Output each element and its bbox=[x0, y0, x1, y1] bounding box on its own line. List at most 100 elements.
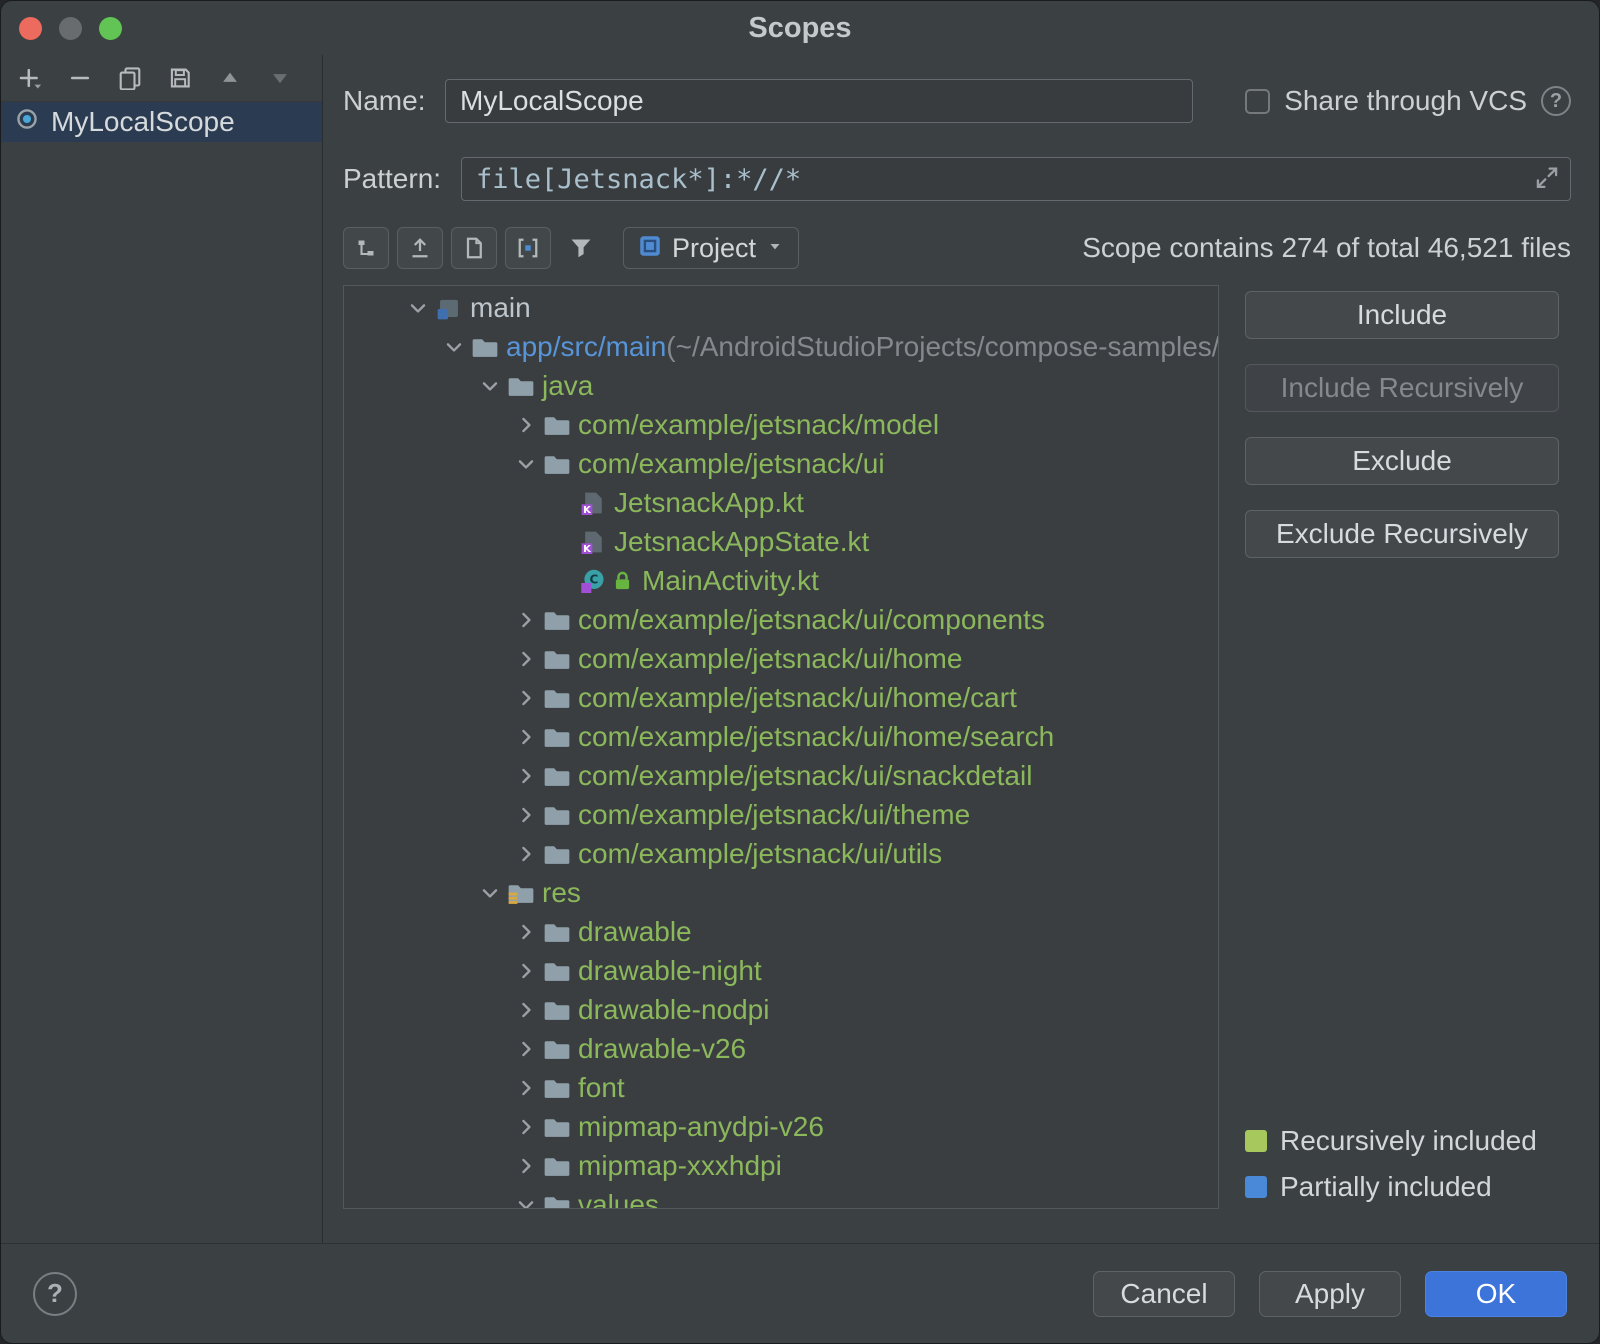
folder-icon bbox=[544, 997, 570, 1023]
tree-row[interactable]: drawable-v26 bbox=[344, 1029, 1218, 1068]
scope-name-label: MyLocalScope bbox=[51, 106, 235, 137]
save-scope-icon[interactable] bbox=[155, 58, 205, 98]
filter-icon[interactable] bbox=[559, 227, 603, 269]
scope-tree[interactable]: main app/src/main (~/AndroidStudioProject… bbox=[343, 285, 1219, 1209]
share-vcs-label: Share through VCS bbox=[1284, 85, 1527, 116]
tree-row[interactable]: font bbox=[344, 1068, 1218, 1107]
select-in-scope-icon[interactable] bbox=[505, 227, 551, 269]
chevron-closed-icon[interactable] bbox=[508, 609, 544, 631]
tree-node-label: com/example/jetsnack/ui/home/cart bbox=[578, 681, 1017, 713]
tree-node-label: drawable bbox=[578, 915, 692, 947]
action-include-recursively-button[interactable]: Include Recursively bbox=[1245, 364, 1559, 412]
tree-row[interactable]: com/example/jetsnack/ui/home bbox=[344, 639, 1218, 678]
action-exclude-button: Exclude bbox=[1245, 437, 1559, 485]
tree-row[interactable]: drawable-nodpi bbox=[344, 990, 1218, 1029]
tree-row[interactable]: java bbox=[344, 366, 1218, 405]
tree-node-label: com/example/jetsnack/model bbox=[578, 408, 940, 440]
chevron-closed-icon[interactable] bbox=[508, 414, 544, 436]
kotlin-class-icon: C bbox=[580, 568, 634, 594]
vcs-help-icon[interactable]: ? bbox=[1541, 86, 1571, 116]
tree-row[interactable]: com/example/jetsnack/ui/home/cart bbox=[344, 678, 1218, 717]
tree-row[interactable]: com/example/jetsnack/ui/components bbox=[344, 600, 1218, 639]
folder-res-icon bbox=[508, 880, 534, 906]
chevron-closed-icon[interactable] bbox=[508, 1077, 544, 1099]
scope-list-item[interactable]: MyLocalScope bbox=[1, 102, 322, 142]
tree-row[interactable]: com/example/jetsnack/model bbox=[344, 405, 1218, 444]
expand-editor-icon[interactable] bbox=[1534, 165, 1560, 196]
chevron-closed-icon[interactable] bbox=[508, 960, 544, 982]
tree-node-label: com/example/jetsnack/ui/home bbox=[578, 642, 963, 674]
action-exclude-recursively-button[interactable]: Exclude Recursively bbox=[1245, 510, 1559, 558]
move-up-icon[interactable] bbox=[205, 58, 255, 98]
chevron-closed-icon[interactable] bbox=[508, 1155, 544, 1177]
zoom-window-button[interactable] bbox=[99, 16, 122, 40]
chevron-closed-icon[interactable] bbox=[508, 765, 544, 787]
tree-node-label: com/example/jetsnack/ui/utils bbox=[578, 837, 943, 869]
folder-icon bbox=[544, 412, 570, 438]
close-window-button[interactable] bbox=[19, 16, 42, 40]
view-selector-dropdown[interactable]: Project bbox=[623, 227, 800, 269]
tree-node-label: main bbox=[470, 291, 531, 323]
pattern-input[interactable] bbox=[476, 163, 1518, 195]
chevron-closed-icon[interactable] bbox=[508, 921, 544, 943]
tree-node-label: MainActivity.kt bbox=[642, 564, 819, 596]
copy-scope-icon[interactable] bbox=[105, 58, 155, 98]
tree-row[interactable]: app/src/main (~/AndroidStudioProjects/co… bbox=[344, 327, 1218, 366]
kotlin-file-icon: K bbox=[580, 490, 606, 516]
help-button[interactable]: ? bbox=[33, 1271, 77, 1316]
tree-row[interactable]: mipmap-anydpi-v26 bbox=[344, 1107, 1218, 1146]
tree-row[interactable]: com/example/jetsnack/ui bbox=[344, 444, 1218, 483]
name-label: Name: bbox=[343, 85, 426, 116]
chevron-open-icon[interactable] bbox=[472, 375, 508, 397]
tree-row[interactable]: com/example/jetsnack/ui/snackdetail bbox=[344, 756, 1218, 795]
tree-row[interactable]: com/example/jetsnack/ui/utils bbox=[344, 834, 1218, 873]
minimize-window-button[interactable] bbox=[59, 16, 82, 40]
legend-swatch bbox=[1245, 1176, 1267, 1198]
folder-icon bbox=[544, 802, 570, 828]
chevron-open-icon[interactable] bbox=[472, 882, 508, 904]
share-vcs-checkbox[interactable] bbox=[1245, 88, 1271, 114]
chevron-open-icon[interactable] bbox=[400, 297, 436, 319]
chevron-closed-icon[interactable] bbox=[508, 999, 544, 1021]
chevron-open-icon[interactable] bbox=[508, 453, 544, 475]
chevron-open-icon[interactable] bbox=[436, 336, 472, 358]
tree-row[interactable]: com/example/jetsnack/ui/theme bbox=[344, 795, 1218, 834]
tree-row[interactable]: C MainActivity.kt bbox=[344, 561, 1218, 600]
scope-name-input[interactable] bbox=[460, 85, 1178, 117]
pattern-field-frame bbox=[461, 157, 1571, 201]
show-hierarchy-icon[interactable] bbox=[343, 227, 389, 269]
tree-row[interactable]: com/example/jetsnack/ui/home/search bbox=[344, 717, 1218, 756]
chevron-open-icon[interactable] bbox=[508, 1194, 544, 1208]
move-down-icon[interactable] bbox=[255, 58, 305, 98]
show-files-icon[interactable] bbox=[451, 227, 497, 269]
tree-row[interactable]: drawable bbox=[344, 912, 1218, 951]
chevron-closed-icon[interactable] bbox=[508, 843, 544, 865]
footer-buttons: Cancel Apply OK bbox=[1093, 1270, 1567, 1317]
chevron-closed-icon[interactable] bbox=[508, 1116, 544, 1138]
tree-toolbar: Project Scope contains 274 of total 46,5… bbox=[343, 227, 1571, 269]
tree-node-label: com/example/jetsnack/ui/snackdetail bbox=[578, 759, 1033, 791]
remove-scope-icon[interactable] bbox=[55, 58, 105, 98]
tree-row[interactable]: mipmap-xxxhdpi bbox=[344, 1146, 1218, 1185]
titlebar: Scopes bbox=[1, 1, 1599, 55]
chevron-closed-icon[interactable] bbox=[508, 1038, 544, 1060]
tree-node-label: res bbox=[542, 876, 581, 908]
cancel-button[interactable]: Cancel bbox=[1093, 1270, 1235, 1317]
folder-icon bbox=[472, 334, 498, 360]
tree-node-label: com/example/jetsnack/ui/components bbox=[578, 603, 1045, 635]
tree-row[interactable]: main bbox=[344, 288, 1218, 327]
ok-button[interactable]: OK bbox=[1425, 1270, 1567, 1317]
chevron-closed-icon[interactable] bbox=[508, 726, 544, 748]
tree-row[interactable]: values bbox=[344, 1185, 1218, 1208]
chevron-closed-icon[interactable] bbox=[508, 804, 544, 826]
chevron-closed-icon[interactable] bbox=[508, 648, 544, 670]
apply-button[interactable]: Apply bbox=[1259, 1270, 1401, 1317]
chevron-closed-icon[interactable] bbox=[508, 687, 544, 709]
add-scope-icon[interactable] bbox=[5, 58, 55, 98]
tree-row[interactable]: drawable-night bbox=[344, 951, 1218, 990]
group-by-icon[interactable] bbox=[397, 227, 443, 269]
action-include-button: Include bbox=[1245, 291, 1559, 339]
tree-row[interactable]: res bbox=[344, 873, 1218, 912]
